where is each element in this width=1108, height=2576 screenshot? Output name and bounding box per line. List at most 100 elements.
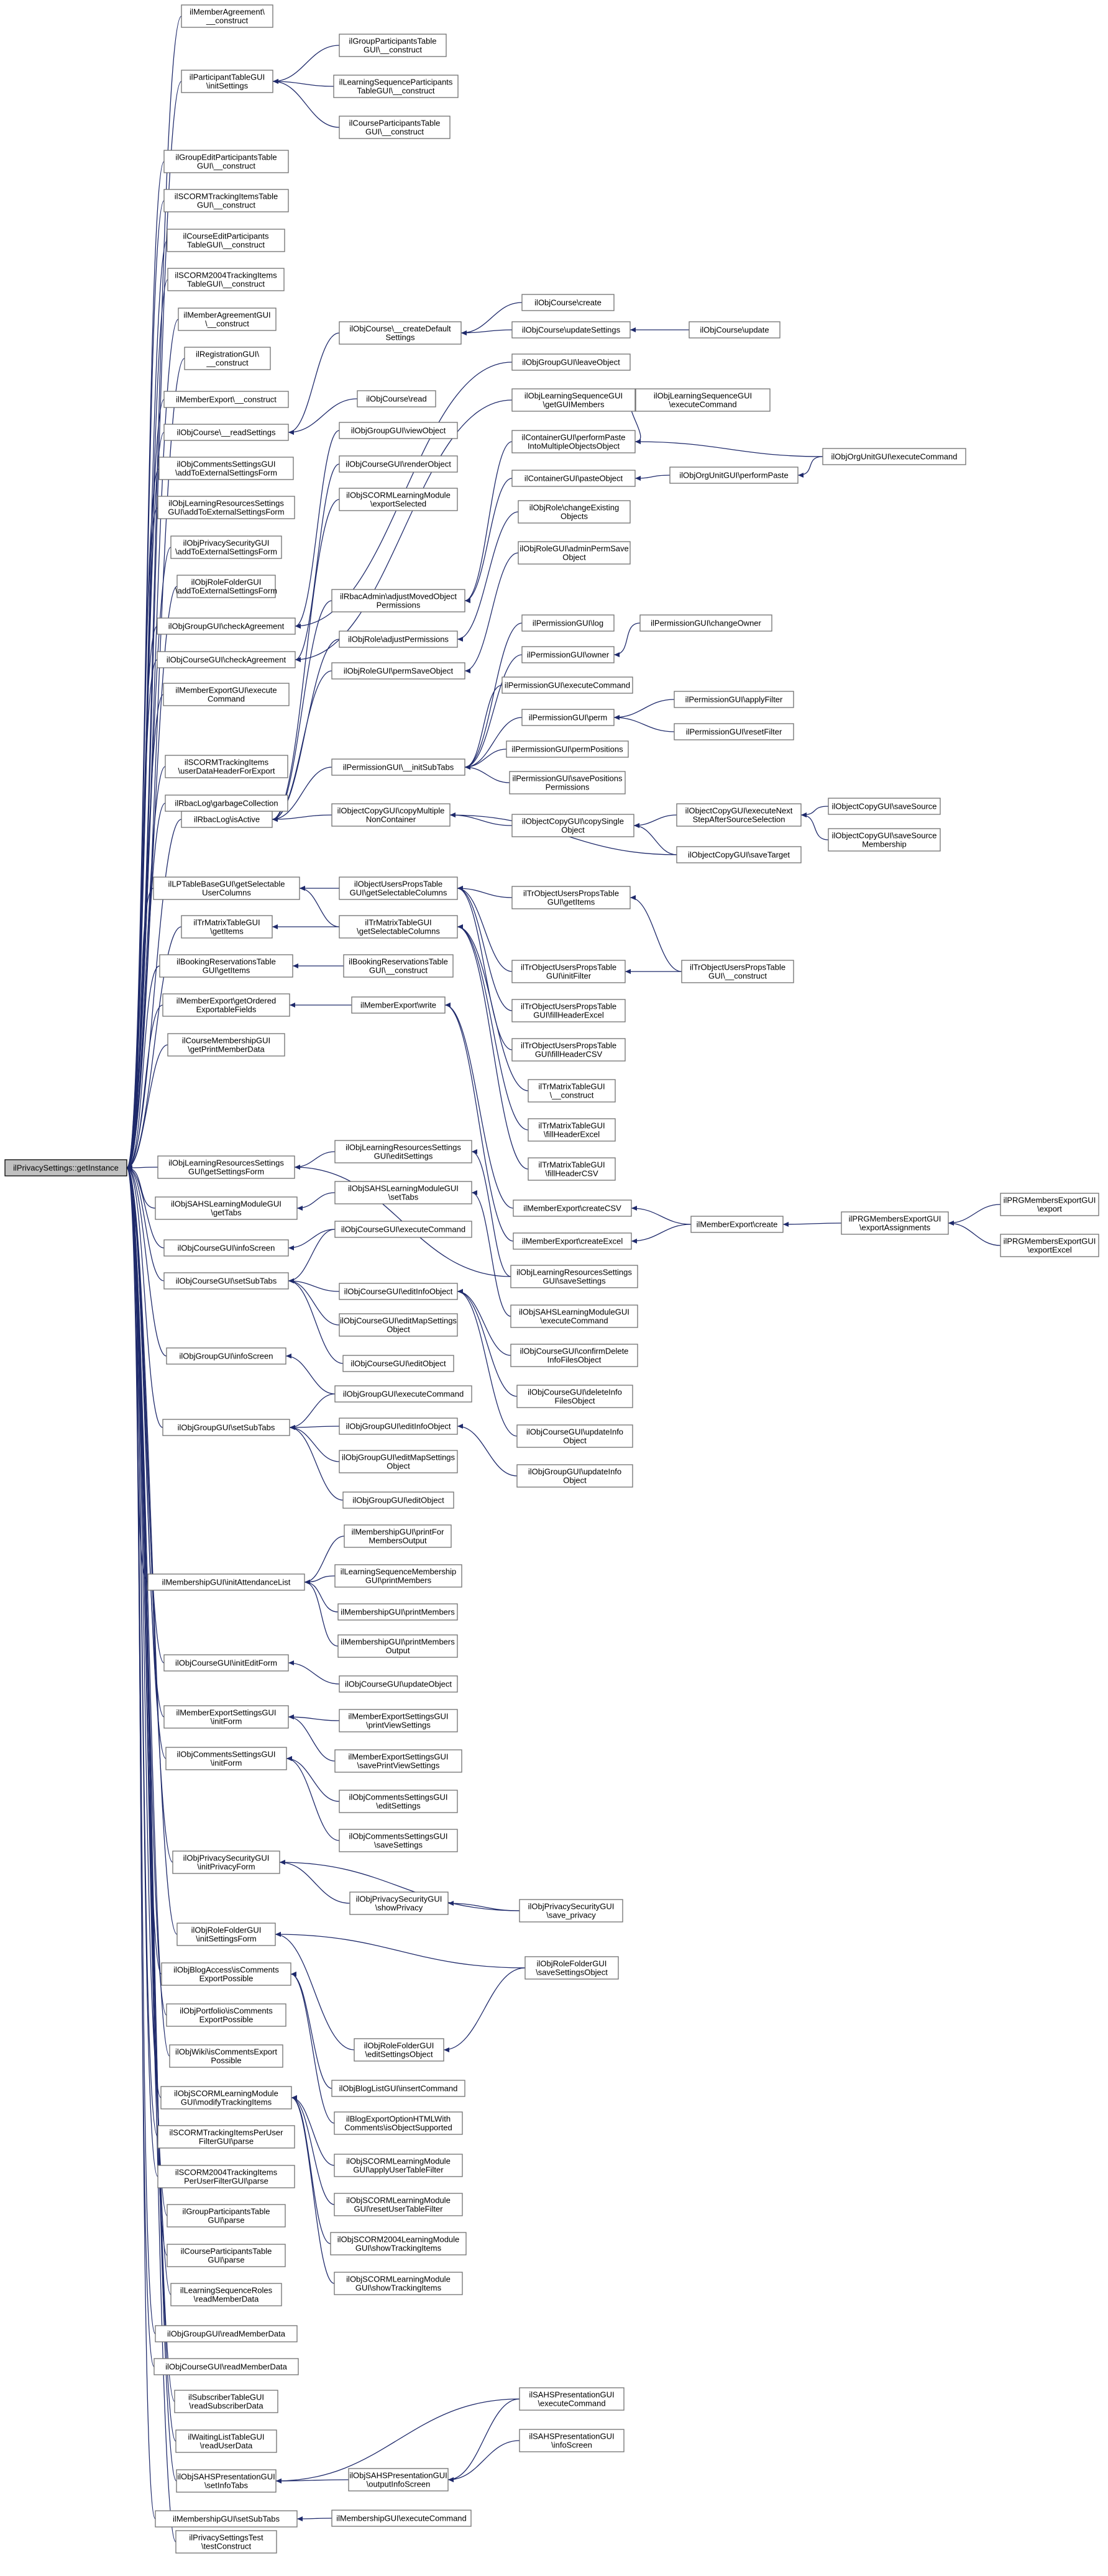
function-node[interactable]: ilObjSCORMLearningModuleGUI\resetUserTab… — [334, 2193, 463, 2216]
function-node[interactable]: ilPRGMembersExportGUI\export — [1000, 1193, 1099, 1216]
function-node[interactable]: ilObjLearningResourcesSettingsGUI\getSet… — [157, 1155, 295, 1179]
function-node[interactable]: ilLearningSequenceRoles\readMemberData — [170, 2283, 282, 2306]
function-node[interactable]: ilMemberExportSettingsGUI\printViewSetti… — [339, 1709, 458, 1732]
function-node[interactable]: ilObjCommentsSettingsGUI\initForm — [165, 1747, 287, 1770]
function-node[interactable]: ilMemberAgreement\__construct — [181, 4, 273, 28]
function-node[interactable]: ilObjCourseGUI\confirmDeleteInfoFilesObj… — [510, 1344, 638, 1367]
function-node[interactable]: ilTrObjectUsersPropsTableGUI\fillHeaderE… — [511, 999, 626, 1022]
function-node[interactable]: ilLearningSequenceParticipantsTableGUI\_… — [333, 75, 459, 98]
function-node[interactable]: ilRbacLog\isActive — [181, 811, 273, 828]
function-node[interactable]: ilSubscriberTableGUI\readSubscriberData — [174, 2390, 278, 2413]
function-node[interactable]: ilObjCourseGUI\renderObject — [339, 455, 458, 473]
function-node[interactable]: ilObjSCORMLearningModuleGUI\showTracking… — [334, 2272, 463, 2295]
function-node[interactable]: ilPermissionGUI\executeCommand — [501, 676, 633, 694]
function-node[interactable]: ilObjGroupGUI\editObject — [342, 1491, 454, 1509]
function-node[interactable]: ilMemberExport\createCSV — [513, 1199, 632, 1217]
function-node[interactable]: ilMemberExportSettingsGUI\savePrintViewS… — [334, 1749, 462, 1773]
function-node[interactable]: ilObjOrgUnitGUI\executeCommand — [822, 448, 966, 465]
function-node[interactable]: ilCourseEditParticipantsTableGUI\__const… — [167, 229, 285, 252]
function-node[interactable]: ilPermissionGUI\changeOwner — [639, 614, 772, 632]
function-node[interactable]: ilObjGroupGUI\readMemberData — [155, 2325, 298, 2342]
function-node[interactable]: ilSCORM2004TrackingItemsPerUserFilterGUI… — [157, 2165, 295, 2188]
function-node[interactable]: ilMemberExport\__construct — [163, 391, 289, 408]
function-node[interactable]: ilObjLearningResourcesSettingsGUI\addToE… — [157, 496, 295, 519]
function-node[interactable]: ilMemberExport\create — [690, 1216, 784, 1233]
function-node[interactable]: ilTrMatrixTableGUI\fillHeaderExcel — [528, 1118, 616, 1142]
function-node[interactable]: ilObjSCORM2004LearningModuleGUI\showTrac… — [330, 2232, 467, 2255]
function-node[interactable]: ilObjPrivacySecurityGUI\initPrivacyForm — [172, 1850, 280, 1874]
function-node[interactable]: ilLearningSequenceMembershipGUI\printMem… — [334, 1564, 462, 1588]
function-node[interactable]: ilObjLearningSequenceGUI\getGUIMembers — [511, 388, 636, 412]
function-node[interactable]: ilContainerGUI\performPasteIntoMultipleO… — [511, 430, 636, 453]
function-node[interactable]: ilObjCourseGUI\setSubTabs — [163, 1272, 289, 1290]
function-node[interactable]: ilGroupEditParticipantsTableGUI\__constr… — [163, 150, 289, 173]
function-node[interactable]: ilObjCourseGUI\editInfoObject — [339, 1283, 458, 1300]
function-node[interactable]: ilObjSCORMLearningModule\exportSelected — [339, 488, 458, 511]
function-node[interactable]: ilObjCourseGUI\initEditForm — [163, 1654, 289, 1672]
function-node[interactable]: ilObjCourseGUI\updateObject — [339, 1675, 458, 1693]
function-node[interactable]: ilMembershipGUI\printMembers — [337, 1603, 458, 1621]
function-node[interactable]: ilObjOrgUnitGUI\performPaste — [669, 467, 799, 484]
function-node[interactable]: ilObjCourseGUI\checkAgreement — [157, 651, 296, 668]
function-node[interactable]: ilObjCourseGUI\editObject — [342, 1355, 454, 1372]
function-node[interactable]: ilObjCourse\create — [521, 294, 615, 311]
function-node[interactable]: ilPermissionGUI\__initSubTabs — [331, 758, 465, 776]
function-node[interactable]: ilPermissionGUI\perm — [521, 709, 615, 726]
function-node[interactable]: ilPRGMembersExportGUI\exportAssignments — [841, 1211, 949, 1235]
function-node[interactable]: ilLPTableBaseGUI\getSelectableUserColumn… — [153, 876, 300, 900]
function-node[interactable]: ilMembershipGUI\setSubTabs — [155, 2510, 298, 2528]
function-node[interactable]: ilObjGroupGUI\executeCommand — [334, 1385, 472, 1403]
function-node[interactable]: ilPermissionGUI\log — [521, 614, 615, 632]
function-node[interactable]: ilObjCourse\read — [357, 390, 436, 407]
function-node[interactable]: ilObjSAHSPresentationGUI\outputInfoScree… — [348, 2468, 449, 2492]
function-node[interactable]: ilTrMatrixTableGUI\getItems — [181, 915, 273, 939]
function-node[interactable]: ilObjectUsersPropsTableGUI\getSelectable… — [339, 876, 458, 900]
function-node[interactable]: ilTrMatrixTableGUI\getSelectableColumns — [339, 915, 458, 939]
function-node[interactable]: ilObjSAHSLearningModuleGUI\getTabs — [155, 1196, 298, 1220]
function-node[interactable]: ilObjLearningResourcesSettingsGUI\editSe… — [334, 1140, 472, 1163]
function-node[interactable]: ilObjCourse\__readSettings — [163, 424, 289, 441]
function-node[interactable]: ilTrMatrixTableGUI\__construct — [528, 1079, 616, 1103]
function-node[interactable]: ilObjGroupGUI\checkAgreement — [157, 617, 296, 635]
function-node[interactable]: ilObjPrivacySecurityGUI\save_privacy — [519, 1899, 623, 1923]
function-node[interactable]: ilPrivacySettingsTest\testConstruct — [175, 2530, 277, 2554]
function-node[interactable]: ilTrMatrixTableGUI\fillHeaderCSV — [528, 1157, 616, 1181]
function-node[interactable]: ilObjLearningSequenceGUI\executeCommand — [635, 388, 771, 412]
root-function-node[interactable]: ilPrivacySettings::getInstance — [4, 1159, 127, 1176]
function-node[interactable]: ilObjRoleFolderGUI\addToExternalSettings… — [175, 575, 277, 598]
function-node[interactable]: ilObjSCORMLearningModuleGUI\applyUserTab… — [334, 2154, 463, 2177]
function-node[interactable]: ilMemberExport\createExcel — [513, 1232, 632, 1250]
function-node[interactable]: ilParticipantTableGUI\initSettings — [181, 70, 273, 93]
function-node[interactable]: ilObjBlogListGUI\insertCommand — [331, 2080, 465, 2097]
function-node[interactable]: ilObjCommentsSettingsGUI\addToExternalSe… — [158, 457, 294, 480]
function-node[interactable]: ilMembershipGUI\executeCommand — [331, 2510, 472, 2527]
function-node[interactable]: ilObjRoleFolderGUI\editSettingsObject — [354, 2038, 444, 2062]
function-node[interactable]: ilPermissionGUI\applyFilter — [674, 691, 794, 708]
function-node[interactable]: ilObjCommentsSettingsGUI\editSettings — [339, 1790, 458, 1813]
function-node[interactable]: ilObjGroupGUI\leaveObject — [511, 353, 631, 371]
function-node[interactable]: ilObjSAHSPresentationGUI\setInfoTabs — [176, 2469, 277, 2493]
function-node[interactable]: ilMemberExport\write — [351, 996, 446, 1014]
function-node[interactable]: ilObjRole\adjustPermissions — [339, 630, 458, 648]
function-node[interactable]: ilSCORM2004TrackingItemsTableGUI\__const… — [167, 268, 285, 291]
